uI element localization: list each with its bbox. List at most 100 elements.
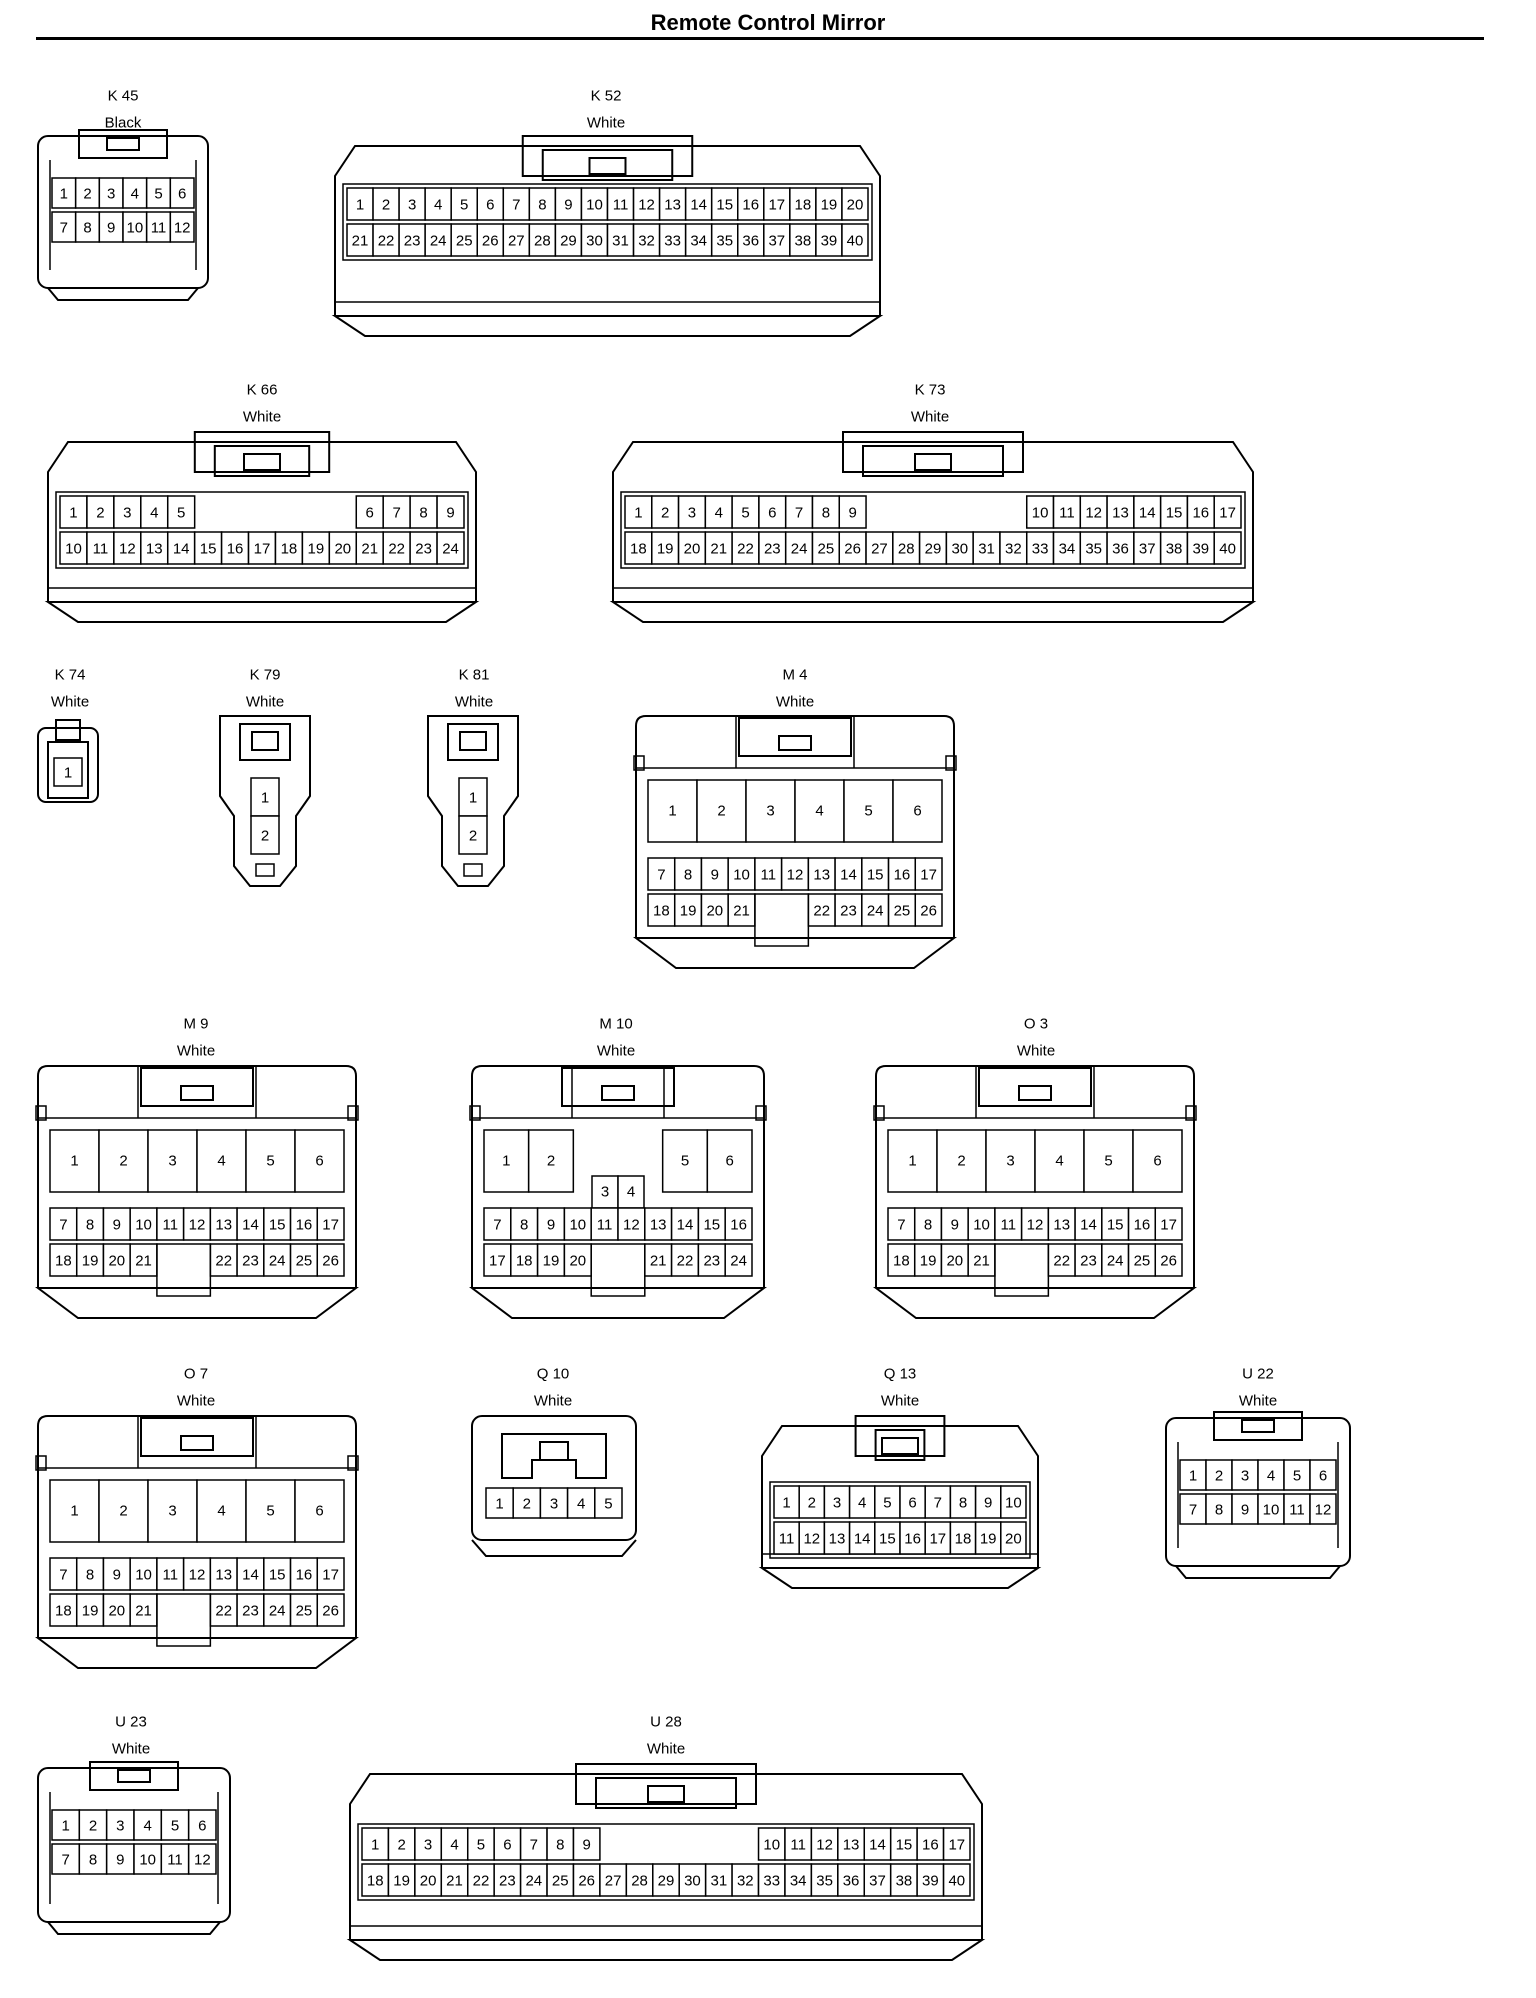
housing-foot <box>255 863 275 877</box>
pin-cell <box>328 531 358 565</box>
connector-id: M 10 <box>599 1016 632 1033</box>
pin-number: 24 <box>1107 1253 1124 1270</box>
pin-number: 22 <box>215 1253 232 1270</box>
pin-cell <box>892 779 943 843</box>
pin-number: 2 <box>83 186 91 203</box>
latch-tab <box>647 1785 685 1803</box>
pin-number: 1 <box>469 790 477 807</box>
pin-cell <box>440 1863 469 1897</box>
latch-tab <box>243 453 281 471</box>
pin-cell <box>1186 531 1215 565</box>
housing-base <box>44 601 480 623</box>
housing-outline <box>761 1425 1039 1568</box>
pin-number: 18 <box>630 541 647 558</box>
pin-cell <box>160 1843 190 1875</box>
latch-tab <box>106 137 140 151</box>
pin-number: 9 <box>107 220 115 237</box>
pin-cell <box>263 1243 292 1277</box>
pin-number: 7 <box>493 1217 501 1234</box>
pin-cell <box>196 1129 247 1193</box>
pin-number: 9 <box>547 1217 555 1234</box>
pin-number: 2 <box>469 828 477 845</box>
connector-id: U 28 <box>650 1714 682 1731</box>
pin-number: 26 <box>844 541 861 558</box>
pin-cell <box>737 187 765 221</box>
pin-number: 5 <box>883 1495 891 1512</box>
pin-number: 22 <box>473 1873 490 1890</box>
pin-number: 29 <box>560 233 577 250</box>
pin-cell <box>652 1863 680 1897</box>
pin-number: 20 <box>334 541 351 558</box>
latch <box>501 1433 607 1479</box>
pin-number: 1 <box>70 1153 78 1170</box>
pin-number: 10 <box>1032 505 1049 522</box>
pin-cell <box>967 1243 996 1277</box>
pin-cell <box>458 777 488 817</box>
pin-cell <box>147 1479 198 1543</box>
pin-number: 4 <box>858 1495 866 1512</box>
side-tab <box>347 1105 359 1121</box>
pin-number: 2 <box>547 1153 555 1170</box>
pin-number: 11 <box>779 1531 795 1548</box>
pin-number: 11 <box>613 197 629 214</box>
pin-cell <box>466 1827 495 1861</box>
housing-inner <box>47 741 89 799</box>
pin-number: 5 <box>266 1503 274 1520</box>
pin-number: 7 <box>657 867 665 884</box>
pin-number: 19 <box>920 1253 937 1270</box>
pin-number: 6 <box>198 1818 206 1835</box>
latch-tab <box>251 731 279 751</box>
pin-cell <box>187 1809 217 1841</box>
pin-number: 5 <box>1104 1153 1112 1170</box>
latch-tab <box>1241 1419 1275 1433</box>
pin-number: 4 <box>131 186 139 203</box>
pin-number: 7 <box>61 1852 69 1869</box>
pin-number: 5 <box>460 197 468 214</box>
pin-number: 11 <box>1289 1502 1305 1519</box>
pin-number: 39 <box>922 1873 939 1890</box>
pin-number: 4 <box>150 505 158 522</box>
pin-number: 23 <box>242 1603 259 1620</box>
pin-number: 25 <box>818 541 835 558</box>
pin-number: 7 <box>392 505 400 522</box>
pin-number: 26 <box>482 233 499 250</box>
pin-cell <box>75 1593 105 1627</box>
pin-number: 17 <box>322 1217 339 1234</box>
pin-number: 4 <box>217 1153 225 1170</box>
pin-cell <box>424 223 452 257</box>
pin-number: 7 <box>795 505 803 522</box>
pin-cell <box>798 1485 826 1519</box>
pin-number: 23 <box>764 541 781 558</box>
pin-number: 8 <box>684 867 692 884</box>
pin-number: 40 <box>1219 541 1236 558</box>
pin-number: 31 <box>978 541 995 558</box>
pin-cell <box>841 187 869 221</box>
pin-cell <box>436 531 465 565</box>
pin-cell <box>409 495 438 529</box>
pin-number: 12 <box>1085 505 1102 522</box>
pin-number: 1 <box>908 1153 916 1170</box>
pin-number: 19 <box>82 1603 99 1620</box>
pin-number: 36 <box>1112 541 1129 558</box>
pin-number: 19 <box>543 1253 560 1270</box>
pin-number: 1 <box>70 1503 78 1520</box>
housing-base <box>331 315 884 337</box>
pin-cell <box>594 1487 623 1519</box>
pin-number: 18 <box>795 197 812 214</box>
pin-number: 8 <box>556 1837 564 1854</box>
pin-cell <box>789 223 817 257</box>
pin-cell <box>1257 1459 1285 1491</box>
pin-number: 10 <box>973 1217 990 1234</box>
pin-cell <box>887 1207 916 1241</box>
pin-number: 22 <box>737 541 754 558</box>
pin-cell <box>236 1593 265 1627</box>
pin-cell <box>1025 495 1055 529</box>
pin-cell <box>887 1243 916 1277</box>
pin-number: 20 <box>1005 1531 1022 1548</box>
pin-number: 10 <box>126 220 143 237</box>
pin-cell <box>294 1479 345 1543</box>
pin-cell <box>193 531 223 565</box>
title-rule <box>36 37 1484 40</box>
